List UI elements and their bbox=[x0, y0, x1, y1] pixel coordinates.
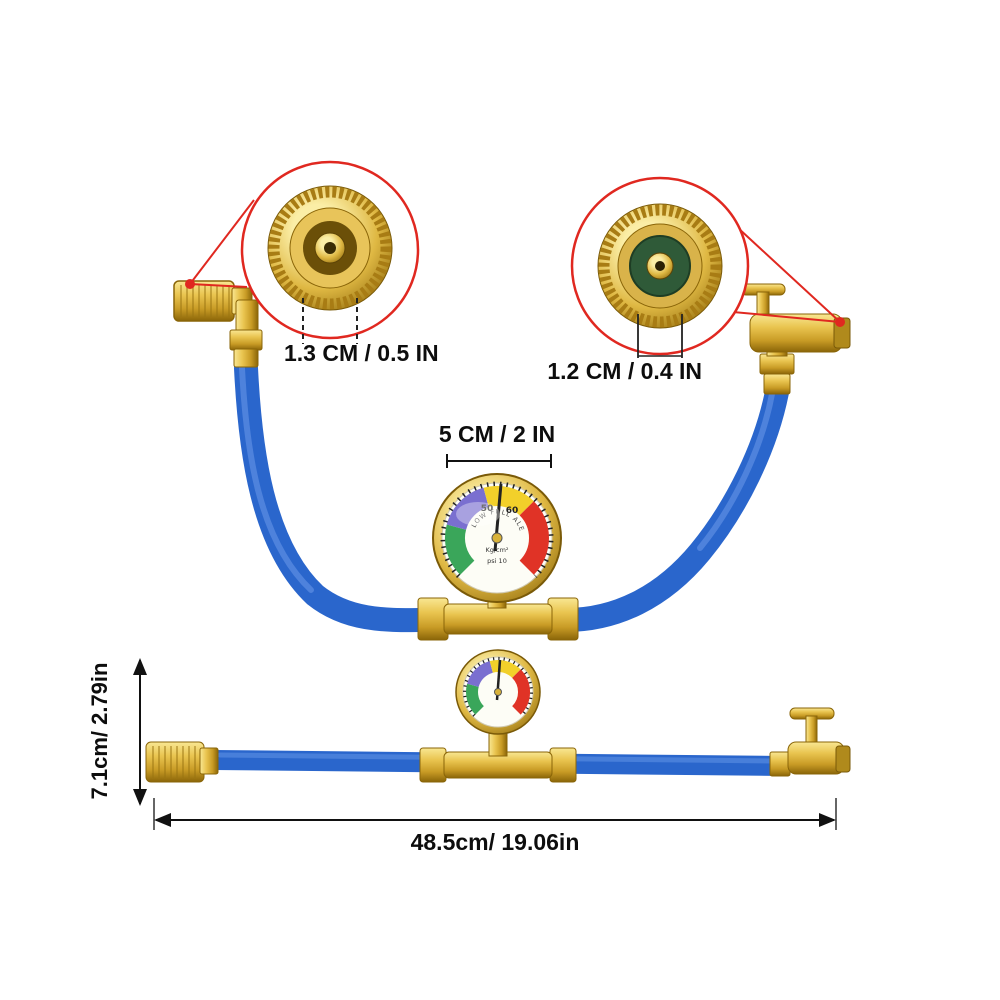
bottom-coupler-knurl bbox=[152, 746, 196, 778]
height-dimension-label: 7.1cm/ 2.79in bbox=[87, 663, 112, 800]
left-quick-coupler bbox=[173, 280, 263, 368]
gauge-zone-red bbox=[519, 501, 549, 575]
hose-right bbox=[554, 380, 789, 632]
tee-fitting bbox=[417, 587, 579, 641]
valve-body bbox=[749, 313, 843, 353]
coupler-knurl-lines bbox=[180, 285, 230, 317]
callout-left: 1.3 CM / 0.5 IN bbox=[185, 160, 439, 366]
gauge-tick-ring bbox=[440, 481, 554, 578]
bottom-gauge-zone-red bbox=[511, 669, 531, 715]
height-dimension: 7.1cm/ 2.79in bbox=[87, 658, 147, 806]
bottom-gauge-hub bbox=[494, 688, 502, 696]
gauge-zone-yellow bbox=[483, 485, 534, 516]
hose-left bbox=[234, 356, 442, 633]
bottom-left-quick-coupler bbox=[145, 741, 219, 783]
length-dimension-label: 48.5cm/ 19.06in bbox=[411, 829, 580, 855]
length-dimension: 48.5cm/ 19.06in bbox=[153, 798, 837, 855]
callout-left-pointer-upper bbox=[189, 199, 255, 285]
valve-nut bbox=[759, 353, 795, 375]
bottom-gauge-zone-purple bbox=[467, 661, 494, 688]
gauge-number-60: 60 bbox=[506, 506, 519, 516]
gauge-glass-glare bbox=[456, 502, 500, 526]
bottom-pressure-gauge bbox=[455, 649, 541, 735]
closeup-valve-core-hole bbox=[655, 261, 665, 271]
right-can-tap-valve bbox=[740, 283, 851, 395]
gauge-width-label: 5 CM / 2 IN bbox=[439, 421, 555, 447]
quick-coupler-closeup bbox=[267, 185, 393, 311]
gauge-unit-kg: Kg/cm² bbox=[485, 546, 508, 554]
closeup-knurl-ring bbox=[268, 186, 392, 310]
bottom-valve-end-cap bbox=[835, 745, 851, 773]
closeup-knurl-ring-right bbox=[598, 204, 722, 328]
hose-right-highlight bbox=[697, 391, 775, 551]
gauge-zone-purple bbox=[446, 487, 490, 531]
right-diameter-label: 1.2 CM / 0.4 IN bbox=[547, 358, 702, 384]
bottom-gauge-zone-yellow bbox=[489, 660, 521, 679]
bottom-right-valve bbox=[769, 707, 851, 777]
bottom-tee-fitting bbox=[419, 725, 577, 783]
callout-right: 1.2 CM / 0.4 IN bbox=[547, 176, 845, 384]
closeup-port-hole bbox=[324, 242, 336, 254]
bottom-assembly bbox=[145, 649, 851, 783]
gauge-number-50: 50 bbox=[481, 504, 494, 514]
hose-left-highlight bbox=[239, 365, 314, 593]
gauge-zone-green bbox=[444, 524, 475, 575]
bottom-gauge-zone-green bbox=[466, 683, 485, 715]
coupler-nut bbox=[229, 329, 263, 351]
bottom-valve-handle-stem bbox=[805, 715, 818, 745]
callout-right-pointer-upper bbox=[736, 226, 841, 323]
callout-left-pointer-lower bbox=[189, 283, 248, 288]
callout-right-pointer-lower bbox=[732, 311, 841, 323]
female-fitting-closeup bbox=[597, 203, 723, 329]
left-diameter-label: 1.3 CM / 0.5 IN bbox=[284, 340, 439, 366]
gauge-needle-hub bbox=[491, 532, 503, 544]
gauge-unit-psi: psi 10 bbox=[487, 557, 507, 565]
gauge-width-dimension: 5 CM / 2 IN bbox=[439, 421, 555, 468]
